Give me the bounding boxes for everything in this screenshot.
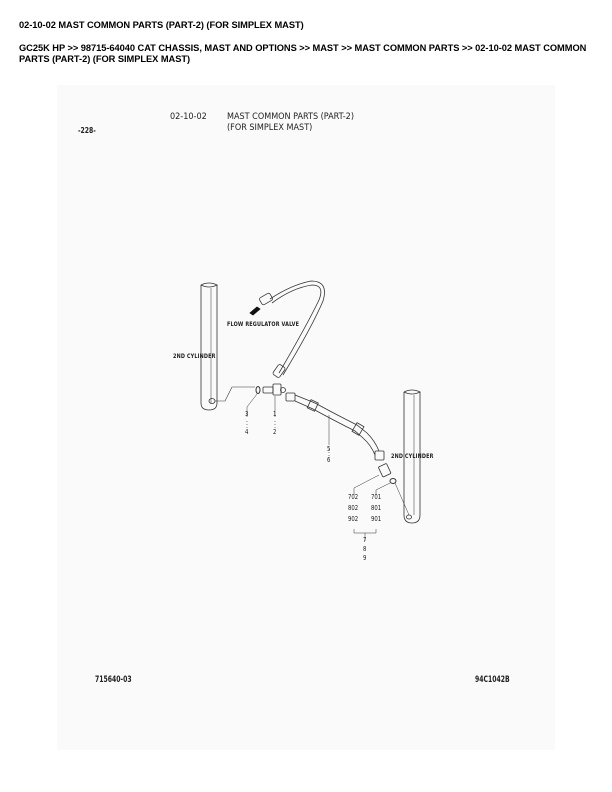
callout-902: 902: [348, 515, 359, 523]
section-title-line2: (FOR SIMPLEX MAST): [227, 123, 313, 133]
curved-hose-icon: [259, 280, 325, 378]
callout-4: 4: [245, 428, 249, 436]
callout-9: 9: [363, 554, 367, 562]
callout-6: 6: [327, 456, 331, 464]
left-cylinder-icon: [200, 282, 218, 411]
callout-802: 802: [348, 504, 359, 512]
callout-702: 702: [348, 493, 359, 501]
callout-2: 2: [273, 428, 277, 436]
callout-1: 1: [273, 410, 277, 418]
page-number: -228-: [78, 126, 96, 135]
figure-code: 94C1042B: [475, 675, 510, 685]
callout-5: 5: [327, 445, 331, 453]
page-title: 02-10-02 MAST COMMON PARTS (PART-2) (FOR…: [19, 20, 304, 30]
drawing-number: 715640-03: [95, 675, 132, 685]
callout-3: 3: [245, 410, 249, 418]
section-code: 02-10-02: [170, 112, 207, 122]
left-cylinder-label: 2ND CYLINDER: [173, 352, 216, 360]
right-cylinder-icon: [403, 389, 421, 524]
callout-801: 801: [371, 504, 382, 512]
callout-901: 901: [371, 515, 382, 523]
breadcrumb: GC25K HP >> 98715-64040 CAT CHASSIS, MAS…: [19, 43, 587, 64]
callout-8: 8: [363, 545, 367, 553]
exploded-view-drawing: [200, 280, 421, 541]
hose-assembly-icon: [285, 392, 385, 461]
parts-diagram: -228- 02-10-02 MAST COMMON PARTS (PART-2…: [57, 85, 555, 750]
callout-701: 701: [371, 493, 382, 501]
section-title-line1: MAST COMMON PARTS (PART-2): [227, 112, 354, 122]
flow-regulator-valve-label: FLOW REGULATOR VALVE: [227, 320, 300, 328]
right-cylinder-label: 2ND CYLINDER: [391, 452, 434, 460]
callout-7: 7: [363, 536, 367, 544]
connector-fitting-icon: [262, 383, 286, 396]
